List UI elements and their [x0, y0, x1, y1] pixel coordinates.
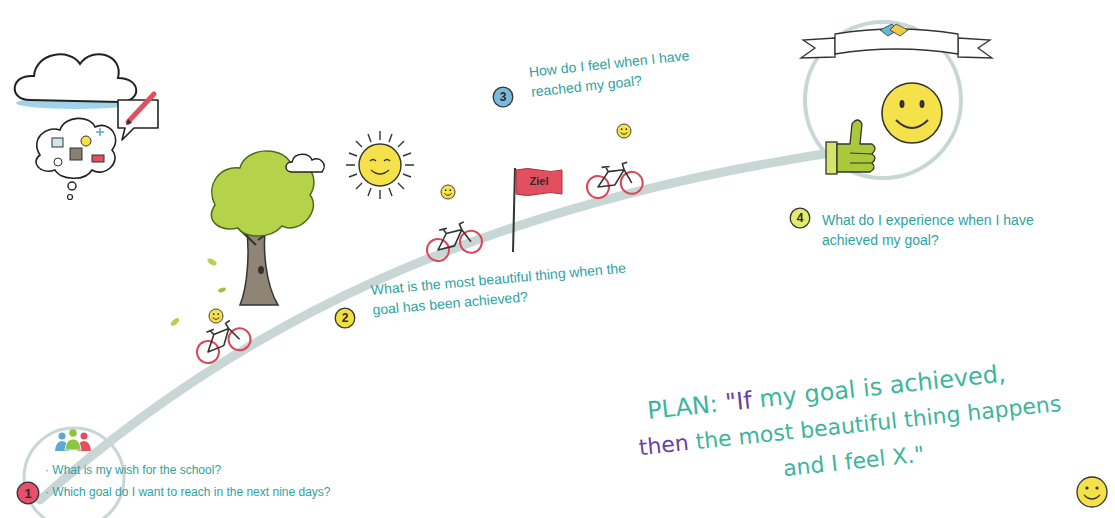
number-disc: [493, 87, 513, 107]
smiley-eye: [900, 100, 905, 108]
step-question: What do I experience when I have achieve…: [822, 210, 1054, 251]
person-head: [69, 429, 77, 437]
person-head: [59, 433, 66, 440]
bicycle-symbol: [585, 161, 644, 200]
step-question: · What is my wish for the school?: [45, 462, 405, 479]
icon-bulb: [81, 136, 91, 146]
leaf: [206, 257, 217, 266]
person-head: [81, 433, 88, 440]
handshake-symbol: [880, 24, 908, 36]
smiley-face: [1077, 477, 1107, 507]
step-question: How do I feel when I have reached my goa…: [528, 40, 746, 103]
smiley-eye: [920, 100, 925, 108]
thumb-hand: [837, 120, 875, 172]
thought-icons: [52, 128, 104, 166]
hand: [890, 24, 908, 36]
icon-clock: [54, 158, 62, 166]
cloud-symbol: [15, 54, 137, 102]
thought-dot: [68, 182, 76, 190]
step-question: · Which goal do I want to reach in the n…: [45, 484, 405, 501]
smiley-mouth: [1084, 495, 1100, 499]
smiley-symbol: [617, 124, 631, 138]
plan-statement: PLAN:"Ifmy goal is achieved,thenthe most…: [581, 345, 1115, 508]
sun-smile: [370, 160, 390, 175]
sun-face: [359, 144, 401, 186]
banner-tail: [801, 38, 835, 58]
banner-tail: [958, 38, 992, 58]
sun-rays: [346, 131, 414, 199]
flag-cloth: [516, 169, 562, 196]
callout-number: 2: [342, 312, 349, 324]
tree-hole: [258, 266, 264, 274]
person-body: [65, 439, 81, 450]
icon-plus: [96, 128, 104, 136]
bicycle-symbol: [422, 219, 484, 264]
number-disc: [335, 308, 355, 328]
thumb-cuff: [826, 142, 837, 174]
callout-number: 4: [797, 212, 804, 224]
smiley-symbol: [209, 309, 223, 323]
step-number: 3: [492, 86, 514, 108]
icon-pencil-box: [92, 155, 104, 162]
flag-label: Ziel: [530, 176, 549, 187]
icon-book: [52, 138, 63, 147]
speech-bubble: [118, 100, 158, 140]
thumbs-up-symbol: [826, 120, 875, 174]
step-number: 4: [789, 207, 811, 229]
smiley-symbol: [441, 185, 455, 199]
callout-number: 3: [500, 91, 507, 103]
smiley-eye: [1085, 486, 1088, 489]
number-disc: [790, 208, 810, 228]
smiley-face: [882, 83, 942, 143]
smiley-eye: [1095, 486, 1098, 489]
thought-bubble: [36, 118, 116, 178]
people-symbol: [55, 429, 91, 451]
pencil-tip: [126, 119, 132, 125]
thumb-fingers: [850, 153, 872, 163]
plan-keyword: "If: [724, 382, 754, 421]
step-number: 1: [16, 481, 40, 505]
leaf: [218, 287, 227, 293]
icon-bag: [70, 148, 82, 160]
plan-keyword: then: [637, 425, 691, 466]
bicycle-symbol: [190, 316, 254, 367]
flag-pole: [513, 168, 515, 252]
pencil-symbol: [128, 94, 154, 122]
callout-number: 1: [24, 487, 31, 500]
step-number: 2: [334, 307, 356, 329]
smiley-mouth: [896, 120, 928, 128]
leaf: [170, 317, 181, 327]
sun-symbol: [346, 131, 414, 199]
cloud-symbol: [286, 154, 324, 172]
thought-dot: [68, 195, 73, 200]
number-disc: [17, 482, 39, 504]
goal-flag: Ziel: [516, 168, 562, 198]
